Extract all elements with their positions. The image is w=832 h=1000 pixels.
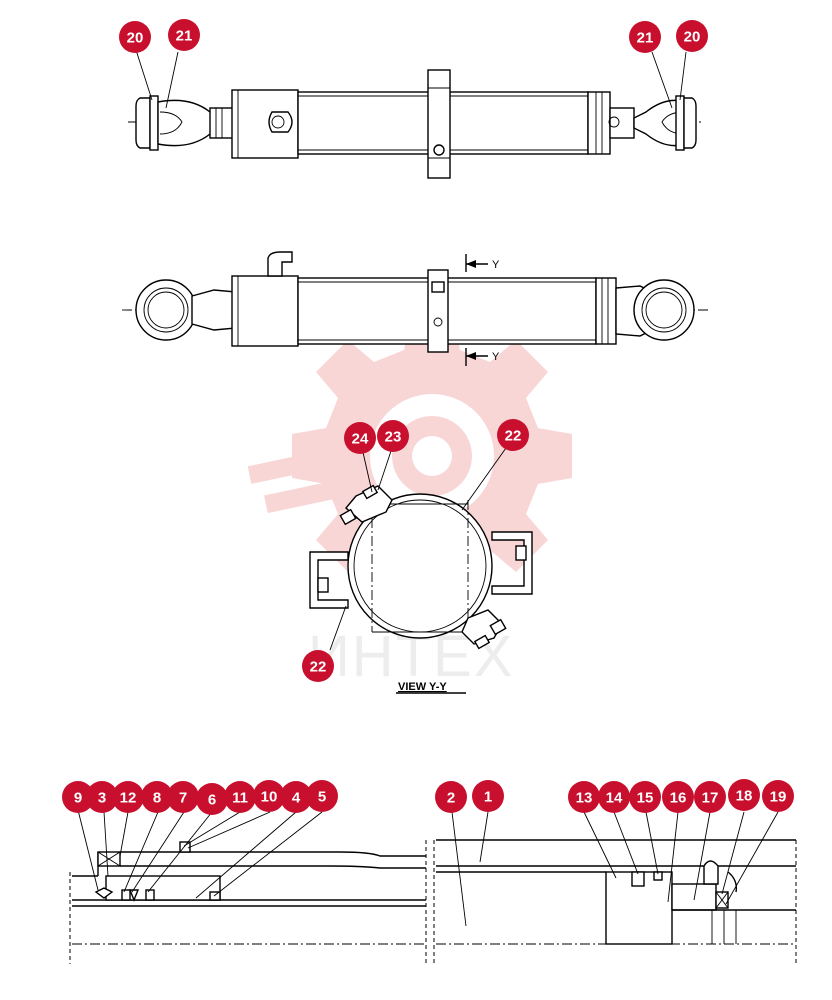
- svg-text:16: 16: [670, 790, 687, 807]
- svg-text:5: 5: [318, 789, 326, 806]
- svg-text:12: 12: [120, 790, 137, 807]
- svg-text:2: 2: [447, 790, 455, 807]
- svg-text:22: 22: [505, 428, 522, 445]
- callout-8[interactable]: 8: [141, 781, 173, 813]
- cylinder-side-view: Y Y: [122, 251, 710, 366]
- callout-4[interactable]: 4: [280, 781, 312, 813]
- callout-3[interactable]: 3: [86, 781, 118, 813]
- callout-19[interactable]: 19: [762, 780, 794, 812]
- callout-12[interactable]: 12: [112, 781, 144, 813]
- view-y-y-section: VIEW Y-Y: [309, 447, 533, 694]
- svg-text:6: 6: [208, 792, 216, 809]
- callout-9[interactable]: 9: [62, 781, 94, 813]
- svg-text:21: 21: [637, 30, 654, 47]
- section-marker-top: Y: [492, 259, 500, 271]
- callout-17[interactable]: 17: [694, 781, 726, 813]
- callout-18[interactable]: 18: [728, 779, 760, 811]
- svg-text:1: 1: [484, 789, 492, 806]
- svg-text:4: 4: [292, 790, 301, 807]
- svg-text:22: 22: [310, 659, 327, 676]
- cylinder-section-view: [69, 809, 797, 964]
- svg-text:3: 3: [98, 790, 106, 807]
- callout-16[interactable]: 16: [662, 781, 694, 813]
- svg-text:18: 18: [736, 788, 753, 805]
- svg-text:11: 11: [232, 790, 248, 807]
- svg-text:21: 21: [176, 28, 193, 45]
- cylinder-top-view: [128, 49, 704, 179]
- svg-text:20: 20: [684, 29, 701, 46]
- svg-text:24: 24: [352, 431, 369, 448]
- svg-text:7: 7: [179, 790, 187, 807]
- callout-7[interactable]: 7: [167, 781, 199, 813]
- callout-22-view-top[interactable]: 22: [497, 419, 529, 451]
- svg-text:17: 17: [702, 790, 719, 807]
- callout-10[interactable]: 10: [253, 780, 285, 812]
- callout-14[interactable]: 14: [598, 781, 630, 813]
- svg-text:23: 23: [385, 429, 402, 446]
- svg-text:9: 9: [74, 790, 82, 807]
- svg-text:20: 20: [127, 30, 144, 47]
- callout-1[interactable]: 1: [472, 780, 504, 812]
- svg-text:10: 10: [261, 789, 278, 806]
- svg-text:14: 14: [606, 790, 623, 807]
- svg-text:13: 13: [576, 790, 593, 807]
- callout-20-top-right[interactable]: 20: [676, 20, 708, 52]
- svg-text:15: 15: [637, 790, 654, 807]
- callout-15[interactable]: 15: [629, 781, 661, 813]
- callout-21-top-right[interactable]: 21: [629, 21, 661, 53]
- section-marker-bottom: Y: [492, 351, 500, 363]
- svg-text:19: 19: [770, 789, 787, 806]
- callout-20-top-left[interactable]: 20: [119, 21, 151, 53]
- callout-23-view[interactable]: 23: [377, 420, 409, 452]
- callout-24-view[interactable]: 24: [344, 422, 376, 454]
- callout-2[interactable]: 2: [435, 781, 467, 813]
- callout-21-top-left[interactable]: 21: [168, 19, 200, 51]
- callout-11[interactable]: 11: [224, 781, 256, 813]
- callout-5[interactable]: 5: [306, 780, 338, 812]
- callout-13[interactable]: 13: [568, 781, 600, 813]
- callout-6[interactable]: 6: [196, 783, 228, 815]
- svg-text:8: 8: [153, 790, 161, 807]
- view-label: VIEW Y-Y: [398, 681, 447, 693]
- callout-22-view-bottom[interactable]: 22: [302, 650, 334, 682]
